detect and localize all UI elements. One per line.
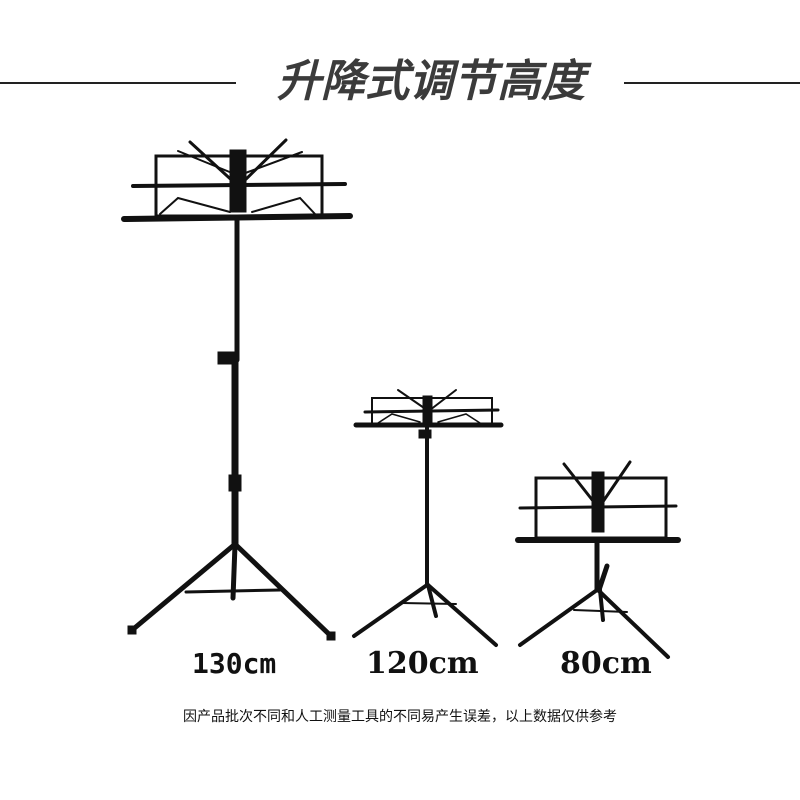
music-stand-medium bbox=[352, 389, 504, 647]
title-rule-left bbox=[0, 82, 236, 84]
music-stand-short bbox=[515, 460, 681, 659]
height-label-120: 120cm bbox=[366, 646, 479, 681]
height-label-80: 80cm bbox=[560, 646, 652, 681]
measurement-disclaimer: 因产品批次不同和人工测量工具的不同易产生误差，以上数据仅供参考 bbox=[183, 709, 617, 725]
page-title: 升降式调节高度 bbox=[277, 56, 585, 107]
title-row: 升降式调节高度 bbox=[0, 52, 800, 112]
music-stand-tall bbox=[121, 138, 353, 641]
title-rule-right bbox=[624, 82, 800, 84]
height-label-130: 130cm bbox=[192, 647, 277, 680]
